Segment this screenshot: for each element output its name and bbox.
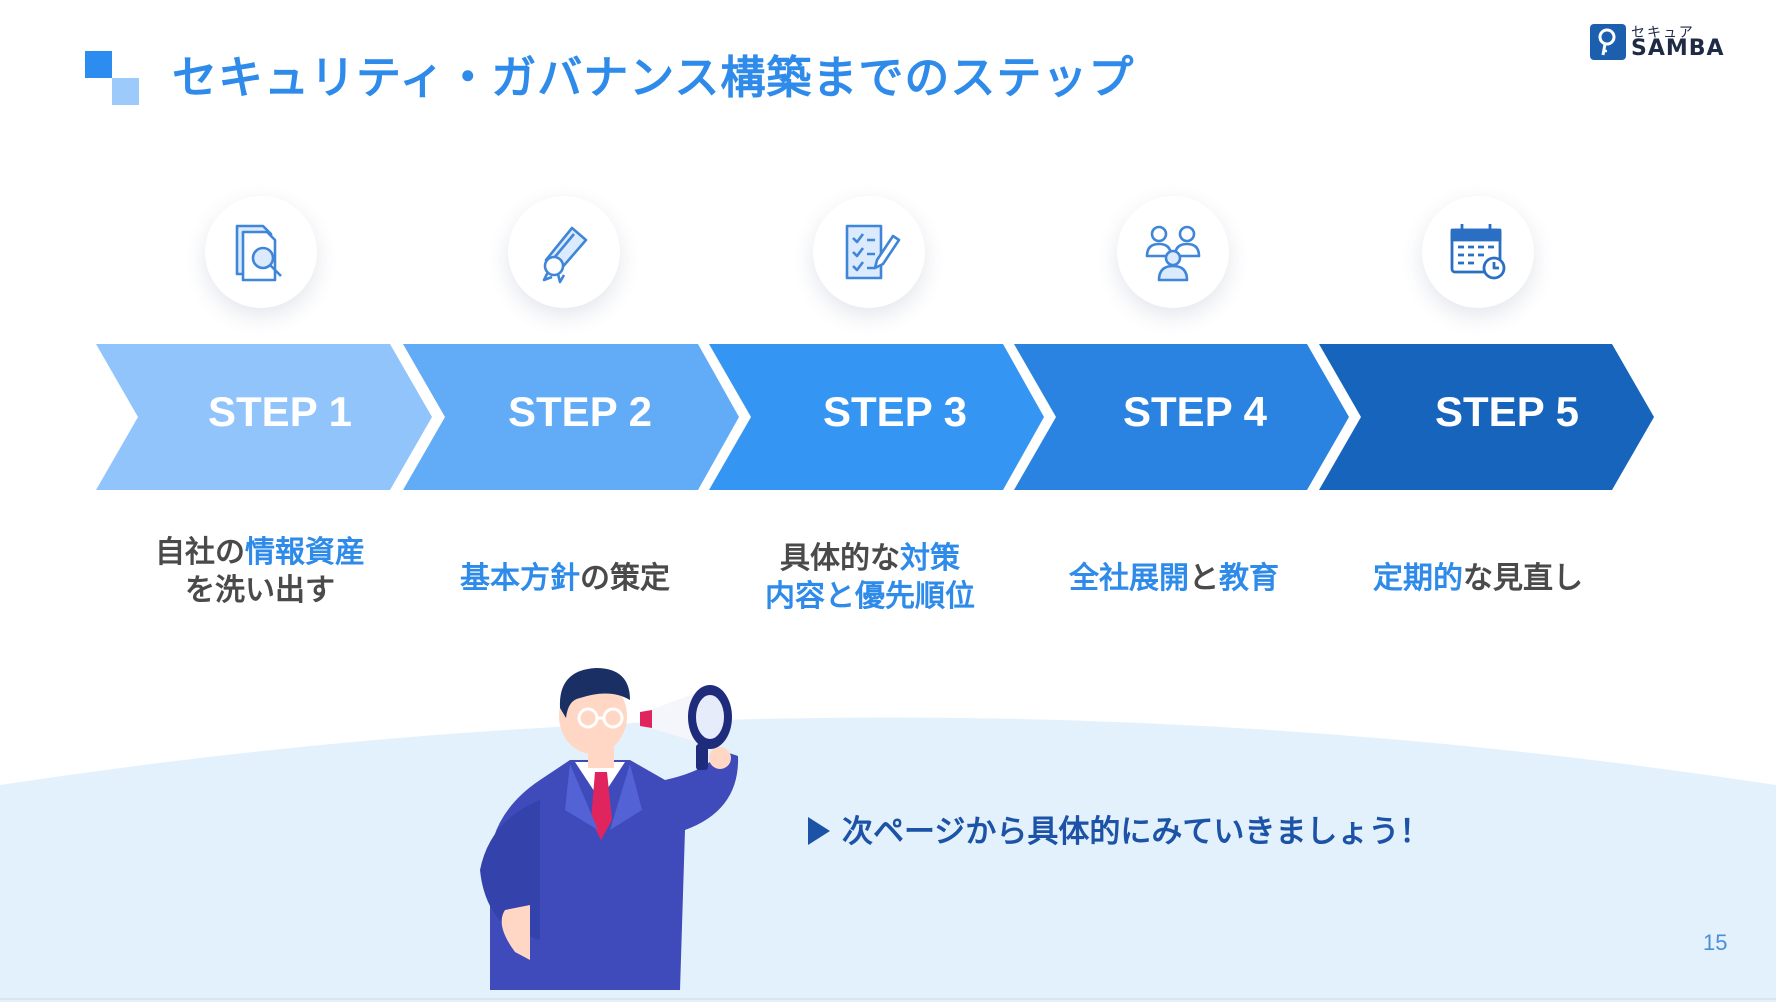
step-4-label: STEP 4 [1123, 388, 1267, 435]
next-page-callout-text: 次ページから具体的にみていきましょう！ [842, 814, 1431, 850]
certificate-scroll-icon [542, 226, 588, 284]
step-3-label: STEP 3 [823, 388, 967, 435]
step-5-label: STEP 5 [1435, 388, 1579, 435]
step-1-description: 自社の情報資産 を洗い出す [110, 534, 410, 610]
step-2-description: 基本方針の策定 [415, 560, 715, 598]
document-search-icon [235, 224, 282, 282]
step-2-label: STEP 2 [508, 388, 652, 435]
step-3-chevron [709, 344, 1044, 490]
title-decoration-icon [85, 51, 140, 106]
logo-wordmark: SAMBA [1631, 36, 1725, 61]
step-1-desc-line-2: を洗い出す [185, 573, 335, 608]
step-2-desc-line-1: 基本方針の策定 [460, 561, 670, 596]
step-1-label: STEP 1 [208, 388, 352, 435]
step-1-chevron [96, 344, 432, 490]
step-1-desc-line-1: 自社の情報資産 [155, 535, 365, 570]
step-5-chevron [1319, 344, 1654, 490]
step-2-icon-badge [508, 196, 620, 308]
team-people-icon [1145, 225, 1201, 282]
step-3-icon-badge [813, 196, 925, 308]
next-page-callout: 次ページから具体的にみていきましょう！ [808, 812, 1430, 852]
key-icon [1590, 24, 1626, 60]
step-4-icon-badge [1117, 196, 1229, 308]
step-3-desc-line-1: 具体的な対策 [780, 541, 960, 576]
step-3-desc-line-2: 内容と優先順位 [765, 579, 975, 614]
play-triangle-icon [808, 817, 830, 845]
step-1-icon-badge [205, 196, 317, 308]
page-number: 15 [1703, 930, 1728, 955]
step-5-desc-line-1: 定期的な見直し [1373, 561, 1583, 596]
logo-kana: セキュア [1631, 25, 1695, 41]
brand-logo: セキュア SAMBA [1590, 24, 1740, 64]
calendar-clock-icon [1450, 224, 1506, 280]
step-4-chevron [1014, 344, 1349, 490]
step-5-description: 定期的な見直し [1328, 560, 1628, 598]
checklist-pen-icon [845, 224, 901, 280]
step-3-description: 具体的な対策 内容と優先順位 [720, 540, 1020, 616]
step-5-icon-badge [1422, 196, 1534, 308]
step-4-desc-line-1: 全社展開と教育 [1069, 561, 1279, 596]
step-2-chevron [403, 344, 739, 490]
step-4-description: 全社展開と教育 [1024, 560, 1324, 598]
presenter-megaphone-illustration [480, 668, 739, 990]
page-title: セキュリティ・ガバナンス構築までのステップ [172, 51, 1135, 104]
